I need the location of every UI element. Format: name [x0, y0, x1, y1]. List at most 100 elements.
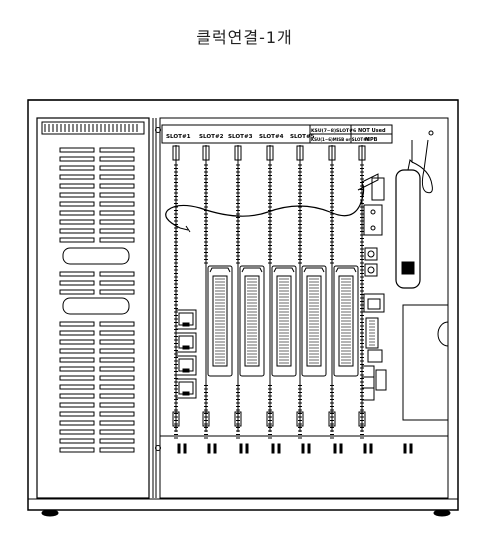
vent-slot [99, 219, 135, 225]
rail-bottom-clip [358, 411, 366, 427]
vent-slot [59, 156, 95, 162]
vent-slot [99, 156, 135, 162]
vent-slot [59, 393, 95, 399]
vent-grille [59, 147, 135, 453]
rj-port [175, 332, 197, 353]
connector-tab [209, 267, 231, 273]
rail-bottom-clip [328, 411, 336, 427]
connector-housing [333, 265, 359, 377]
socket-pin [213, 443, 217, 454]
vent-slot [59, 375, 95, 381]
vent-slot [99, 393, 135, 399]
card-cage [159, 117, 449, 499]
vent-slot [59, 366, 95, 372]
rj-port-latch [182, 322, 190, 327]
vent-slot [59, 271, 95, 277]
socket-pin [177, 443, 181, 454]
mpb-pin-header [365, 317, 379, 349]
left-foot [41, 509, 59, 517]
slot-label-4: SLOT#4 [259, 134, 284, 140]
rail-bottom-clip [202, 411, 210, 427]
vent-slot [59, 420, 95, 426]
socket-pin [333, 443, 337, 454]
mpb-small-connector [367, 349, 383, 363]
vent-slot [99, 228, 135, 234]
socket-pin [409, 443, 413, 454]
mpb-label: MPB [365, 137, 378, 143]
clock-module [395, 139, 433, 289]
connector-body [276, 275, 292, 367]
socket-pin [207, 443, 211, 454]
slot-label-5: SLOT#5 [290, 134, 315, 140]
vent-slot [99, 330, 135, 336]
mpb-board [361, 177, 387, 401]
vent-slot [59, 429, 95, 435]
rj-port [175, 309, 197, 330]
connector-tab [335, 267, 357, 273]
vent-slot [59, 237, 95, 243]
connector-housing [301, 265, 327, 377]
vent-slot [99, 411, 135, 417]
psu-handle-bottom [62, 297, 130, 315]
vent-slot [99, 366, 135, 372]
connector-body [212, 275, 228, 367]
clock-wire [165, 182, 365, 229]
socket-pin [271, 443, 275, 454]
vent-slot [59, 147, 95, 153]
cabinet-feet [41, 509, 451, 517]
socket-pin [363, 443, 367, 454]
not-used-label: NOT Used [358, 128, 386, 134]
vent-slot [99, 402, 135, 408]
vent-slot [59, 174, 95, 180]
rail-top-clip [328, 145, 336, 161]
clock-wire-plug [357, 173, 379, 191]
bottom-socket-row [177, 443, 413, 454]
connector-body [306, 275, 322, 367]
connector-tab [273, 267, 295, 273]
socket-pin [339, 443, 343, 454]
power-supply-panel [36, 117, 150, 499]
socket-pin [307, 443, 311, 454]
vent-slot [99, 339, 135, 345]
rail-top-clip [172, 145, 180, 161]
vent-slot [59, 447, 95, 453]
vent-slot [99, 147, 135, 153]
psu-top-grille [44, 124, 138, 132]
mpb-battery-holder [371, 177, 385, 201]
connector-tab [241, 267, 263, 273]
socket-pin [403, 443, 407, 454]
vent-slot [99, 165, 135, 171]
socket-pin [369, 443, 373, 454]
vent-slot [59, 330, 95, 336]
vent-slot [99, 375, 135, 381]
rail-top-clip [202, 145, 210, 161]
connector-housing [271, 265, 297, 377]
vent-slot [59, 402, 95, 408]
slot6-bottom-label: KSU(1~6)MISB or SLOT#6 [311, 137, 369, 142]
vent-slot [99, 174, 135, 180]
vent-slot [99, 210, 135, 216]
rail-top-clip [234, 145, 242, 161]
mpb-db-connector [363, 204, 383, 236]
slot-label-3: SLOT#3 [228, 134, 253, 140]
vent-slot [99, 289, 135, 295]
vent-slot [59, 357, 95, 363]
mpb-jack-1 [364, 247, 378, 261]
vent-slot [59, 210, 95, 216]
vent-slot [99, 348, 135, 354]
rail-bottom-clip [234, 411, 242, 427]
rail-top-clip [358, 145, 366, 161]
connector-group [207, 265, 359, 377]
vent-slot [99, 438, 135, 444]
socket-pin [301, 443, 305, 454]
slot-header-row: SLOT#1 SLOT#2 SLOT#3 SLOT#4 SLOT#5 KSU(7… [161, 124, 393, 144]
vent-slot [59, 192, 95, 198]
clock-cable-top [407, 139, 433, 194]
vent-slot [59, 219, 95, 225]
connector-body [244, 275, 260, 367]
screw-top-right [428, 130, 434, 136]
slot-label-1: SLOT#1 [166, 134, 191, 140]
vent-slot [59, 280, 95, 286]
mpb-pins [369, 320, 375, 346]
